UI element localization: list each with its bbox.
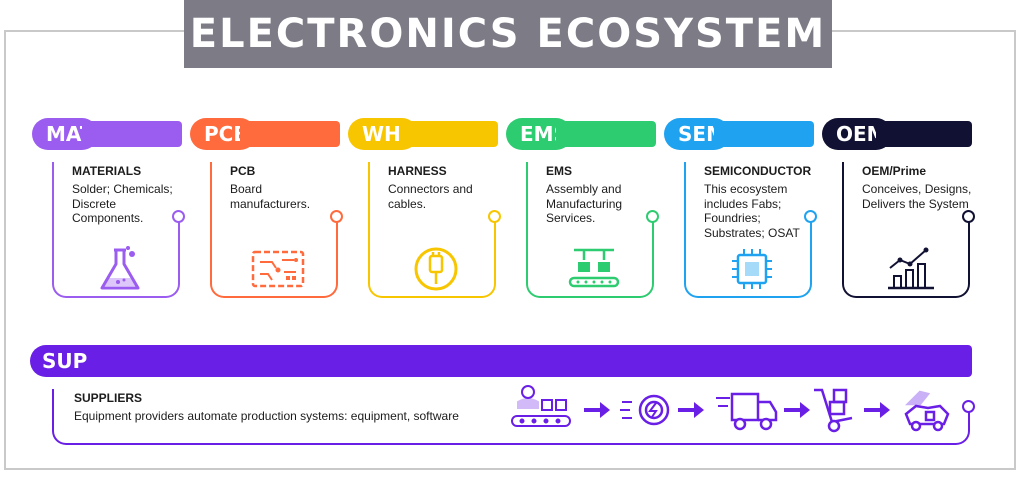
connector-dot [646,210,659,223]
circuit-board-icon [251,250,305,288]
title-banner: ELECTRONICS ECOSYSTEM [184,0,832,68]
suppliers-code: SUP [42,349,88,373]
connector-dot [962,210,975,223]
pill-bar [876,121,972,147]
arrow-icon [678,402,704,418]
page-title: ELECTRONICS ECOSYSTEM [189,11,827,57]
category-whm: WHM HARNESS Connectors and cables. [348,118,501,298]
category-oem: OEM OEM/Prime Conceives, Designs, Delive… [822,118,975,298]
category-heading: SEMICONDUCTOR [704,164,812,178]
suppliers-pill: SUP [30,345,972,377]
conveyor-worker-icon [511,385,571,427]
chip-icon [732,249,772,289]
pill-bar [82,121,182,147]
gear-power-icon [620,394,670,426]
pill-bar [402,121,498,147]
arrow-icon [864,402,890,418]
suppliers-heading: SUPPLIERS [74,391,143,405]
category-card: MATERIALS Solder; Chemicals; Discrete Co… [52,160,185,298]
category-card: EMS Assembly and Manufacturing Services. [526,160,659,298]
connector-dot [488,210,501,223]
category-description: Assembly and Manufacturing Services. [546,182,623,225]
category-card: SEMICONDUCTOR This ecosystem includes Fa… [684,160,817,298]
pill-bar [714,121,814,147]
category-ems: EMS EMS Assembly and Manufacturing Servi… [506,118,659,298]
category-description: Board manufacturers. [230,182,311,211]
pill-bar [556,121,656,147]
category-heading: MATERIALS [72,164,142,178]
category-description: Conceives, Designs, Delivers the System [862,182,972,211]
category-description: Connectors and cables. [388,182,473,211]
category-sem: SEM SEMICONDUCTOR This ecosystem include… [664,118,817,298]
flask-icon [100,246,140,290]
category-description: Solder; Chemicals; Discrete Components. [72,182,173,225]
category-card: PCB Board manufacturers. [210,160,343,298]
pill-bar [240,121,340,147]
category-heading: PCB [230,164,256,178]
arrow-icon [784,402,810,418]
cable-connector-icon [414,247,458,291]
category-card: OEM/Prime Conceives, Designs, Delivers t… [842,160,975,298]
supply-flow [511,385,950,433]
category-heading: HARNESS [388,164,447,178]
connector-dot [804,210,817,223]
delivery-plane-icon [904,390,950,432]
assembly-line-icon [568,248,620,288]
delivery-truck-icon [716,392,778,431]
connector-dot [172,210,185,223]
hand-truck-icon [814,388,853,433]
suppliers-card: SUPPLIERS Equipment providers automate p… [52,387,975,445]
category-card: HARNESS Connectors and cables. [368,160,501,298]
category-pcb: PCB PCB Board manufacturers. [190,118,343,298]
suppliers-description: Equipment providers automate production … [74,409,459,423]
category-description: This ecosystem includes Fabs; Foundries;… [704,182,800,240]
category-heading: OEM/Prime [862,164,927,178]
category-heading: EMS [546,164,573,178]
category-mat: MAT MATERIALS Solder; Chemicals; Discret… [32,118,185,298]
connector-dot [962,400,975,413]
growth-chart-icon [888,247,934,290]
connector-dot [330,210,343,223]
arrow-icon [584,402,610,418]
